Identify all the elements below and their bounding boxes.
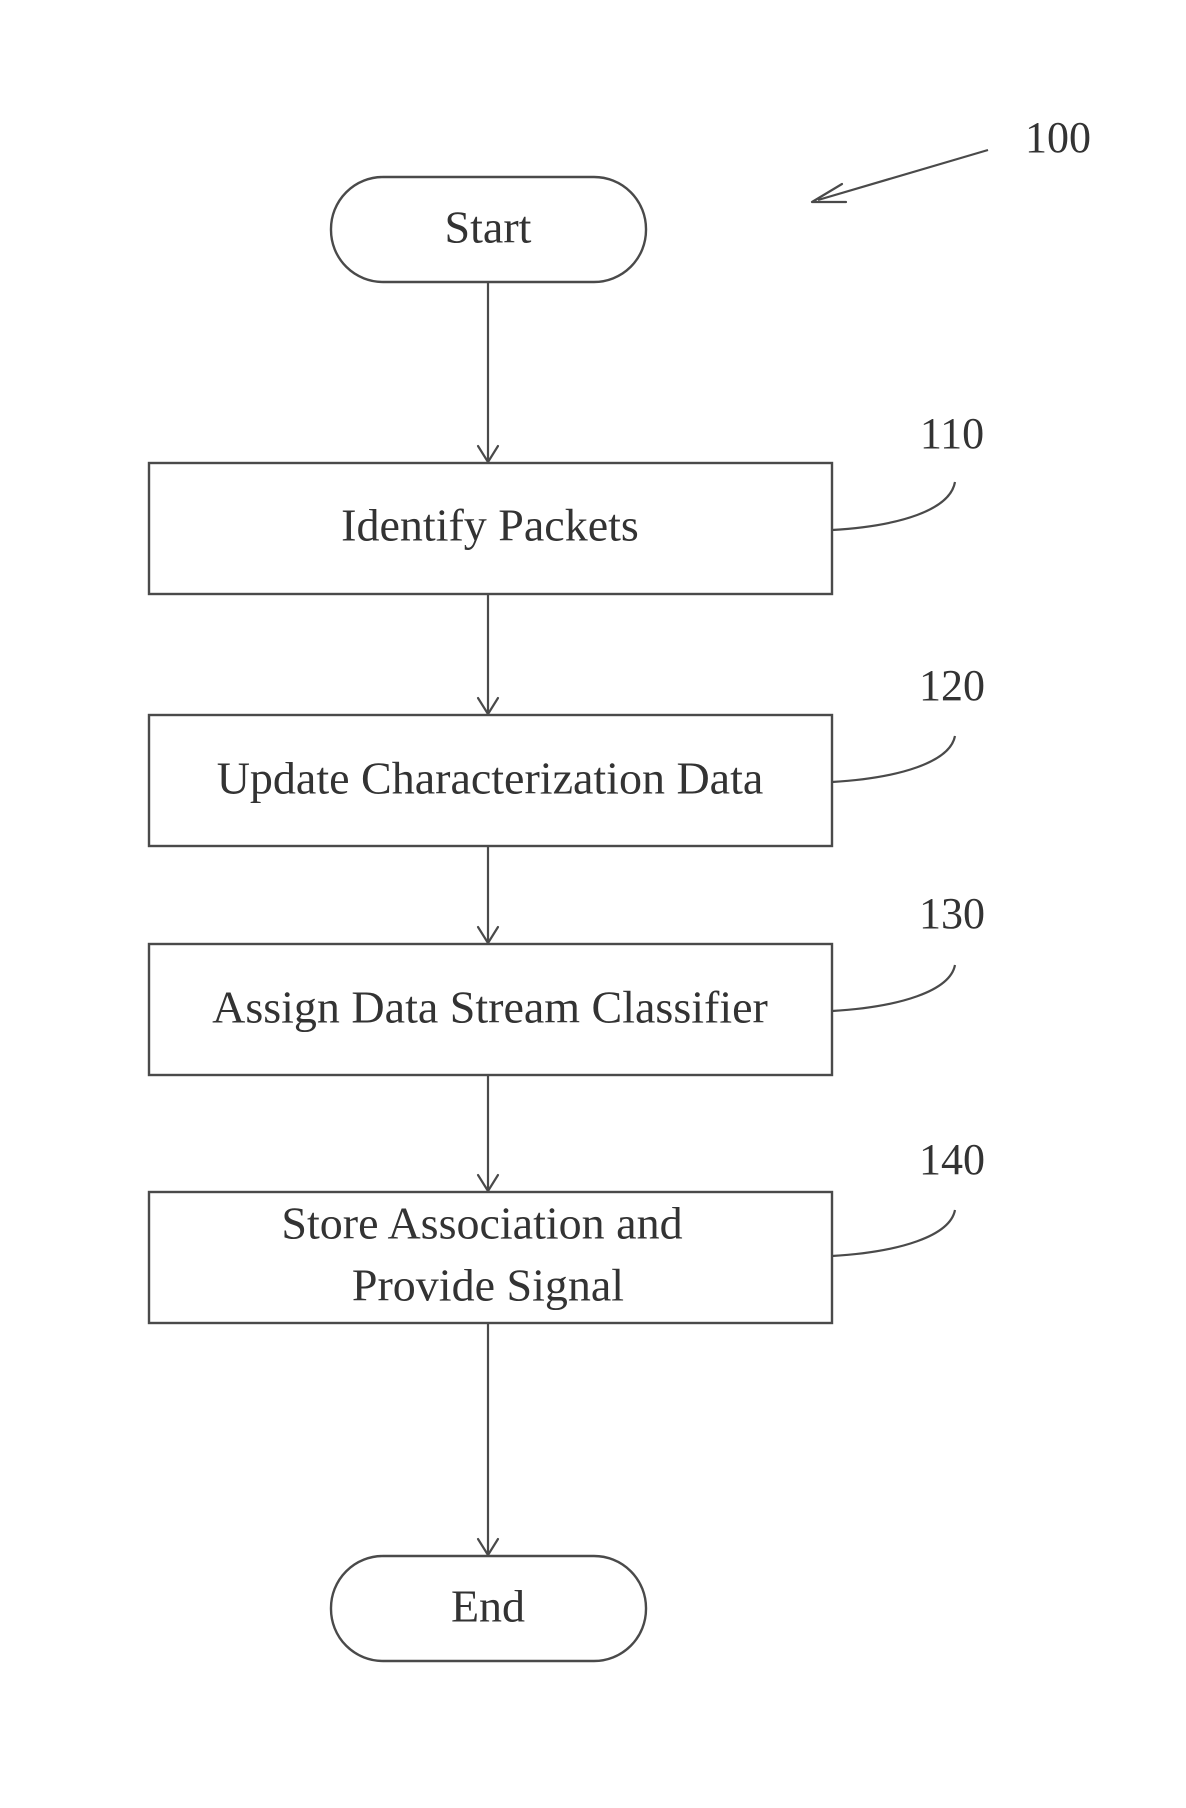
step-110-label: Identify Packets <box>341 500 639 551</box>
start-terminal-label: Start <box>445 202 532 253</box>
step-140-ref: 140 <box>919 1135 985 1184</box>
figure-ref-label: 100 <box>1025 113 1091 162</box>
step-120-leader-line <box>832 736 955 782</box>
step-130-label: Assign Data Stream Classifier <box>212 982 768 1033</box>
connector-step-140-to-end <box>478 1323 498 1555</box>
step-120-ref: 120 <box>919 661 985 710</box>
step-110-ref: 110 <box>920 409 984 458</box>
step-140-label-line-2: Provide Signal <box>352 1260 624 1311</box>
step-110-leader-line <box>832 482 955 530</box>
end-terminal-label: End <box>451 1581 525 1632</box>
step-140-label-line-1: Store Association and <box>281 1198 682 1249</box>
step-130: Assign Data Stream Classifier 130 <box>149 889 985 1075</box>
step-140: Store Association and Provide Signal 140 <box>149 1135 985 1323</box>
connector-step-120-to-step-130 <box>478 846 498 943</box>
step-120: Update Characterization Data 120 <box>149 661 985 846</box>
start-terminal: Start <box>331 177 646 282</box>
figure-ref-pointer-line <box>818 150 988 200</box>
connector-step-110-to-step-120 <box>478 594 498 714</box>
step-140-leader-line <box>832 1210 955 1256</box>
connector-start-to-step-110 <box>478 282 498 462</box>
connector-step-130-to-step-140 <box>478 1075 498 1191</box>
step-120-label: Update Characterization Data <box>217 753 764 804</box>
figure-ref-group: 100 <box>812 113 1091 202</box>
step-130-ref: 130 <box>919 889 985 938</box>
step-130-leader-line <box>832 965 955 1011</box>
end-terminal: End <box>331 1556 646 1661</box>
step-110: Identify Packets 110 <box>149 409 984 594</box>
